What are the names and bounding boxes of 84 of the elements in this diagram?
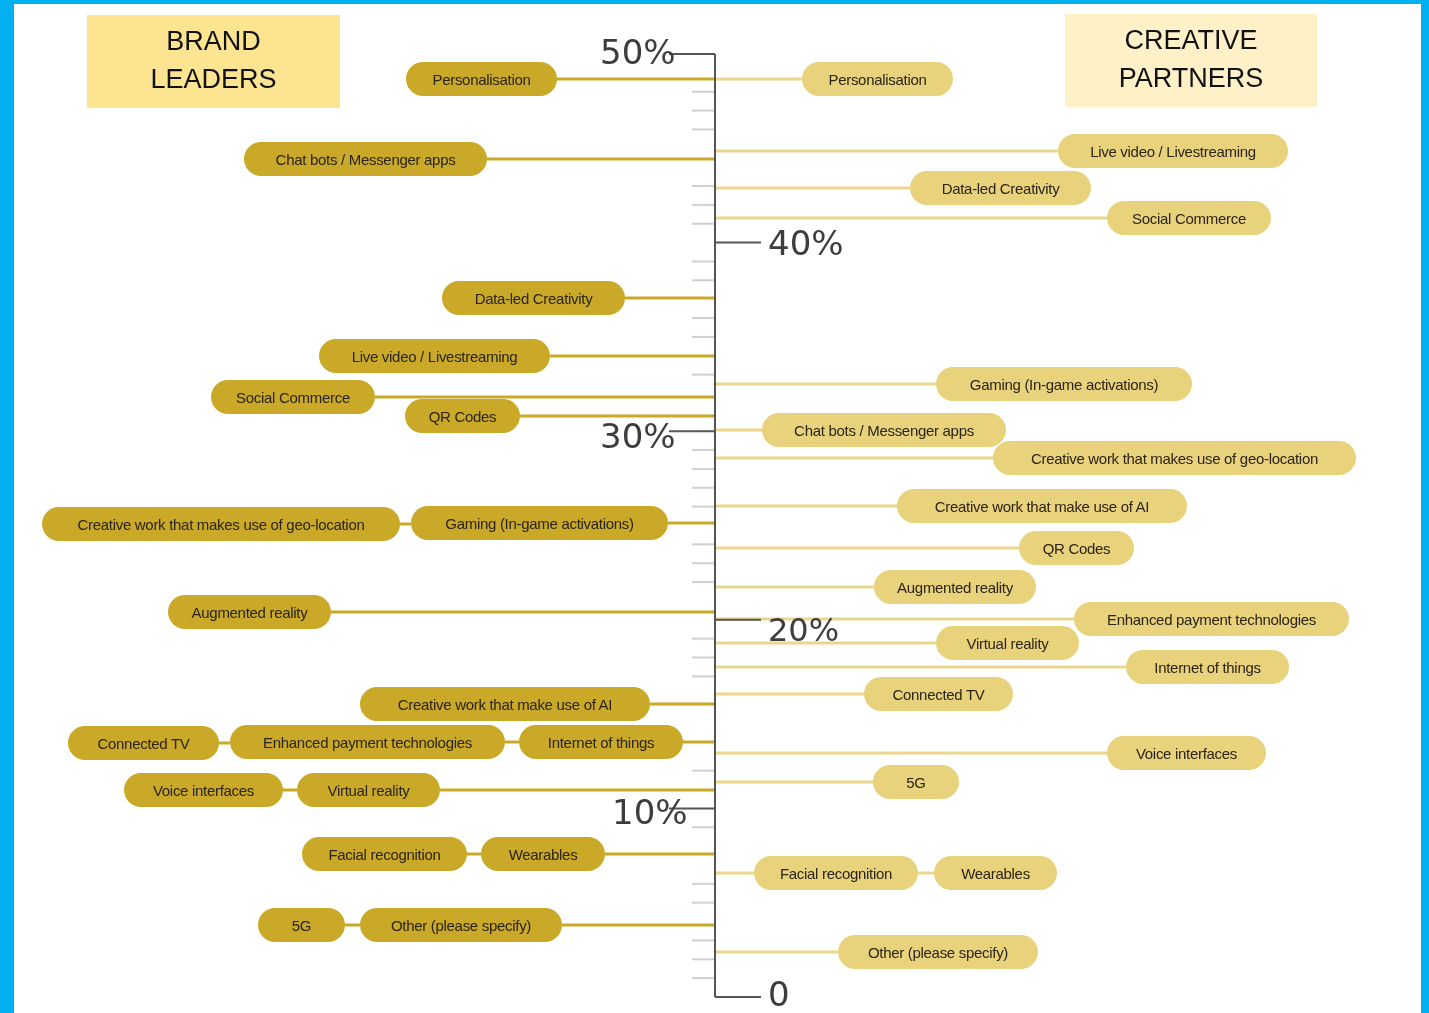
scale-value-label: 20% xyxy=(768,619,840,643)
leader-line xyxy=(520,414,715,418)
scale-value-label: 30% xyxy=(600,423,676,449)
leader-line xyxy=(331,610,715,614)
technology-pill: Facial recognition xyxy=(302,837,467,871)
technology-pill: Live video / Livestreaming xyxy=(1058,134,1288,168)
technology-pill: Creative work that make use of AI xyxy=(897,489,1187,523)
technology-pill: Creative work that makes use of geo-location xyxy=(42,507,400,541)
scale-value-label: 10% xyxy=(612,799,688,825)
scale-value-label: 40% xyxy=(768,230,844,256)
leader-line xyxy=(440,788,715,792)
technology-pill: Virtual reality xyxy=(297,773,440,807)
leader-line xyxy=(625,296,715,300)
leader-line xyxy=(550,354,715,358)
technology-pill: Social Commerce xyxy=(211,380,375,414)
leader-line xyxy=(557,77,715,81)
leader-line xyxy=(715,504,897,508)
leader-line xyxy=(650,702,715,706)
leader-line xyxy=(715,751,1107,755)
technology-pill: Voice interfaces xyxy=(124,773,283,807)
technology-pill: Creative work that make use of AI xyxy=(360,687,650,721)
technology-pill: Enhanced payment technologies xyxy=(1074,602,1349,636)
technology-pill: Data-led Creativity xyxy=(442,281,625,315)
technology-pill: Personalisation xyxy=(406,62,557,96)
technology-pill: Enhanced payment technologies xyxy=(230,725,505,759)
leader-line xyxy=(715,780,873,784)
technology-pill: Internet of things xyxy=(519,725,683,759)
technology-pill: Wearables xyxy=(481,837,605,871)
leader-line xyxy=(715,692,864,696)
leader-line xyxy=(715,149,1058,153)
technology-pill: Personalisation xyxy=(802,62,953,96)
leader-line xyxy=(487,157,715,161)
leader-line xyxy=(605,852,715,856)
leader-line xyxy=(715,216,1107,220)
technology-pill: Gaming (In-game activations) xyxy=(411,506,668,540)
leader-line xyxy=(715,382,936,386)
technology-pill: Other (please specify) xyxy=(838,935,1038,969)
leader-line xyxy=(375,395,715,399)
leader-line xyxy=(219,741,230,745)
leader-line xyxy=(715,585,874,589)
technology-pill: Virtual reality xyxy=(936,626,1079,660)
leader-line xyxy=(715,186,910,190)
technology-pill: Wearables xyxy=(934,856,1057,890)
leader-line xyxy=(715,641,936,645)
technology-pill: Creative work that makes use of geo-location xyxy=(993,441,1356,475)
leader-line xyxy=(715,546,1019,550)
group-heading-box: CREATIVE PARTNERS xyxy=(1065,13,1317,107)
leader-line xyxy=(715,77,802,81)
leader-line xyxy=(562,923,715,927)
leader-line xyxy=(505,740,519,744)
technology-pill: 5G xyxy=(873,765,959,799)
leader-line xyxy=(283,788,297,792)
technology-pill: QR Codes xyxy=(405,399,520,433)
technology-pill: Connected TV xyxy=(68,726,219,760)
technology-pill: QR Codes xyxy=(1019,531,1134,565)
group-heading-box: BRAND LEADERS xyxy=(87,14,340,108)
technology-pill: Live video / Livestreaming xyxy=(319,339,550,373)
leader-line xyxy=(715,950,838,954)
technology-pill: Chat bots / Messenger apps xyxy=(244,142,487,176)
technology-pill: Augmented reality xyxy=(168,595,331,629)
technology-pill: Voice interfaces xyxy=(1107,736,1266,770)
technology-pill: Facial recognition xyxy=(754,856,918,890)
technology-pill: Internet of things xyxy=(1126,650,1289,684)
leader-line xyxy=(715,665,1126,669)
leader-line xyxy=(345,923,360,927)
leader-line xyxy=(668,521,715,525)
leader-line xyxy=(683,740,715,744)
leader-line xyxy=(918,871,934,875)
technology-pill: Data-led Creativity xyxy=(910,171,1091,205)
leader-line xyxy=(715,617,1074,621)
leader-line xyxy=(715,456,993,460)
leader-line xyxy=(400,522,411,526)
technology-pill: Chat bots / Messenger apps xyxy=(762,413,1006,447)
scale-value-label: 50% xyxy=(600,39,676,65)
technology-pill: Connected TV xyxy=(864,677,1013,711)
leader-line xyxy=(467,852,481,856)
technology-pill: Augmented reality xyxy=(874,570,1036,604)
leader-line xyxy=(715,428,762,432)
technology-pill: Other (please specify) xyxy=(360,908,562,942)
technology-pill: Gaming (In-game activations) xyxy=(936,367,1192,401)
technology-pill: 5G xyxy=(258,908,345,942)
leader-line xyxy=(715,871,754,875)
scale-value-label: 0 xyxy=(768,981,790,1007)
technology-pill: Social Commerce xyxy=(1107,201,1271,235)
